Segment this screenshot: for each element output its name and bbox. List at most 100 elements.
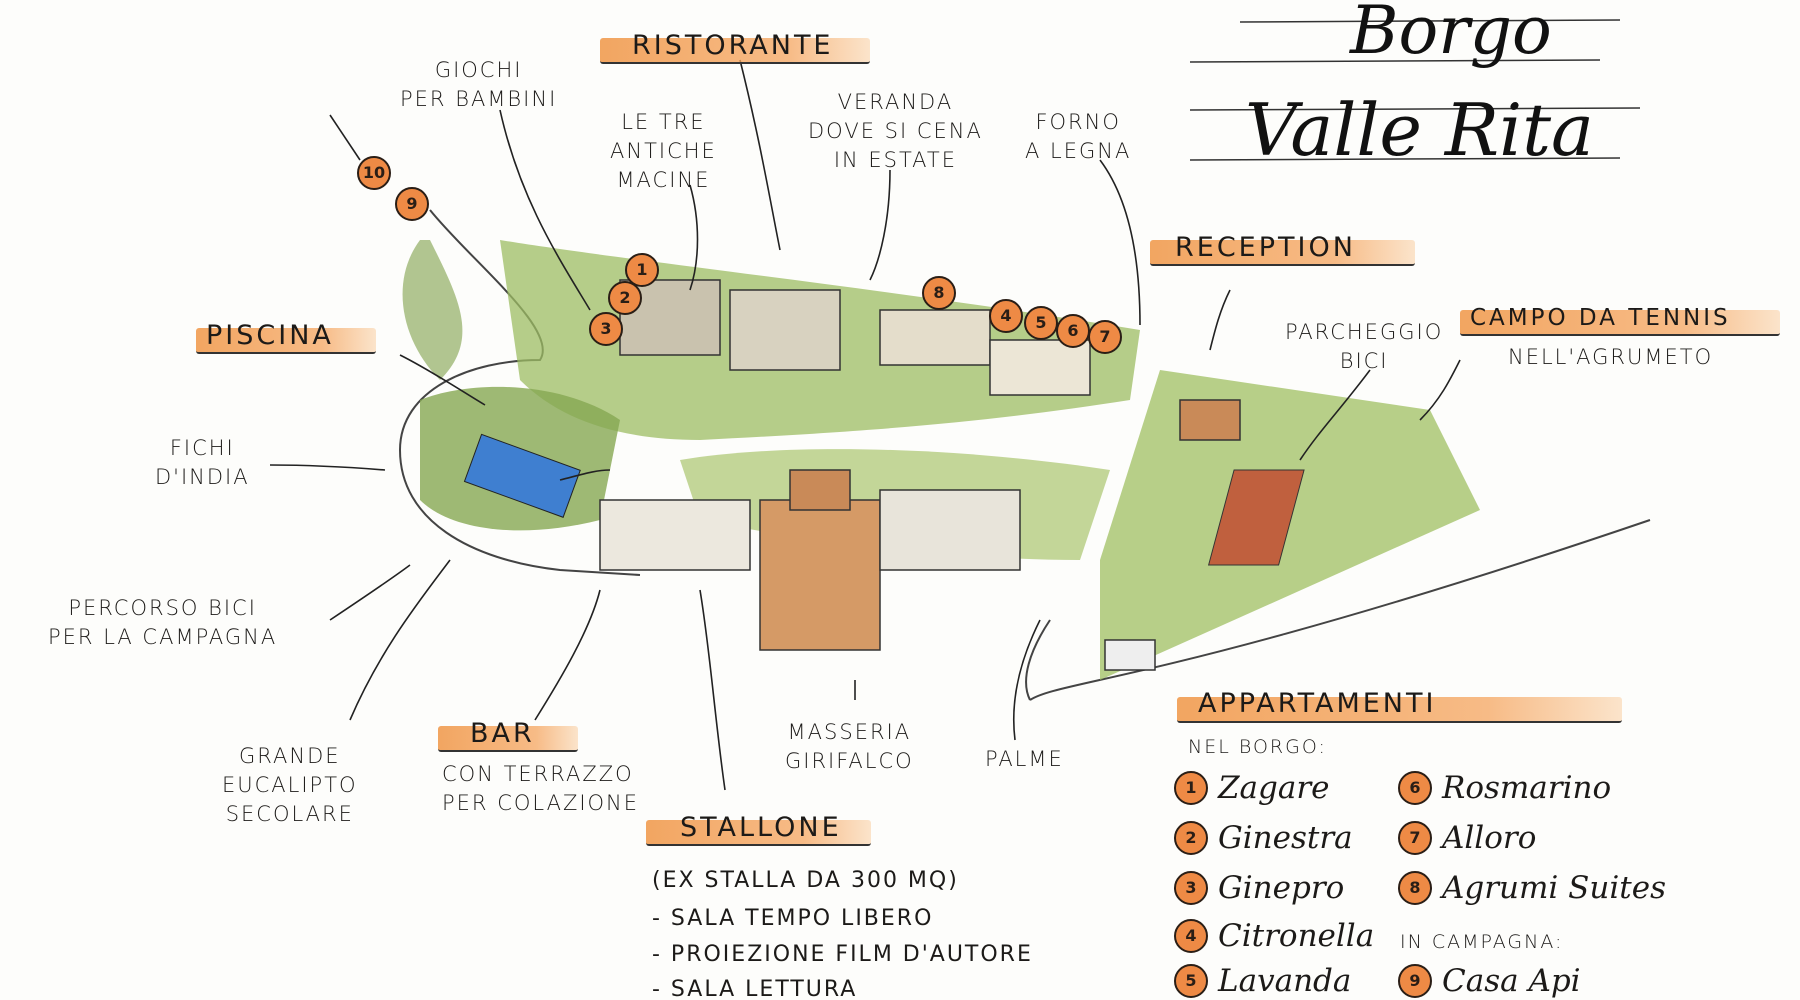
road xyxy=(1025,619,1051,701)
palme-label: PALME xyxy=(985,747,1064,771)
road xyxy=(1029,519,1651,701)
buildings xyxy=(599,279,1241,671)
macine-line: MACINE xyxy=(616,168,711,192)
legend-item: 3 Ginepro xyxy=(1174,870,1344,906)
macine-label: LE TRE ANTICHE MACINE xyxy=(610,108,717,195)
bar-label: BAR xyxy=(470,718,535,749)
stallone-highlight xyxy=(646,820,871,846)
in-campagna-label: IN CAMPAGNA: xyxy=(1400,931,1564,953)
forno-label: FORNO A LEGNA xyxy=(1025,108,1131,166)
legend-marker: 8 xyxy=(1398,871,1432,905)
stallone-desc: - SALA LETTURA xyxy=(652,977,858,1000)
parcheggio-label: PARCHEGGIO BICI xyxy=(1285,318,1443,376)
fichi-label: FICHI D'INDIA xyxy=(155,434,250,492)
pointer-lines xyxy=(269,59,1461,791)
bar-sub-label: CON TERRAZZO PER COLAZIONE xyxy=(442,760,639,818)
eucalipto-line: SECOLARE xyxy=(225,802,354,826)
legend-marker: 7 xyxy=(1398,821,1432,855)
legend-item: 7 Alloro xyxy=(1398,820,1536,856)
giochi-line: PER BAMBINI xyxy=(400,87,558,111)
legend-name: Agrumi Suites xyxy=(1442,870,1667,906)
giochi-label: GIOCHI PER BAMBINI xyxy=(400,56,557,114)
veranda-line: DOVE SI CENA xyxy=(808,119,983,143)
ristorante-highlight xyxy=(600,38,870,64)
fichi-line: FICHI xyxy=(169,436,235,460)
title-line-2: Valle Rita xyxy=(1245,88,1594,172)
veranda-line: VERANDA xyxy=(837,90,954,114)
parcheggio-line: PARCHEGGIO xyxy=(1285,320,1444,344)
reception-highlight xyxy=(1150,240,1415,266)
percorso-line: PERCORSO BICI xyxy=(68,596,257,620)
percorso-line: PER LA CAMPAGNA xyxy=(48,625,278,649)
veranda-label: VERANDA DOVE SI CENA IN ESTATE xyxy=(808,88,983,175)
map-marker-10[interactable]: 10 xyxy=(357,156,391,190)
piscina-highlight xyxy=(196,328,376,354)
legend-marker: 6 xyxy=(1398,771,1432,805)
swimming-pool xyxy=(463,433,581,518)
legend-marker: 4 xyxy=(1174,919,1208,953)
forno-line: A LEGNA xyxy=(1025,139,1132,163)
bar-highlight xyxy=(438,726,578,752)
map-marker-7[interactable]: 7 xyxy=(1088,320,1122,354)
vegetation xyxy=(402,240,463,380)
legend-item: 8 Agrumi Suites xyxy=(1398,870,1666,906)
title-line-1: Borgo xyxy=(1350,0,1552,69)
legend-name: Zagare xyxy=(1218,770,1330,806)
legend-item: 6 Rosmarino xyxy=(1398,770,1611,806)
legend-name: Ginepro xyxy=(1218,870,1345,906)
veranda-line: IN ESTATE xyxy=(833,148,958,172)
percorso-label: PERCORSO BICI PER LA CAMPAGNA xyxy=(48,594,277,652)
legend-item: 9 Casa Api xyxy=(1398,963,1581,999)
map-marker-2[interactable]: 2 xyxy=(608,281,642,315)
stallone-desc: (EX STALLA DA 300 MQ) xyxy=(652,868,959,893)
agrumeto xyxy=(1100,370,1480,680)
eucalipto-line: GRANDE xyxy=(239,744,341,768)
masseria-label: MASSERIA GIRIFALCO xyxy=(785,718,914,776)
legend-item: 2 Ginestra xyxy=(1174,820,1353,856)
masseria-line: GIRIFALCO xyxy=(785,749,914,773)
ristorante-label: RISTORANTE xyxy=(632,30,834,61)
tennis-court xyxy=(1207,469,1305,566)
tennis-sub-label: NELL'AGRUMETO xyxy=(1508,345,1714,369)
bar-sub-line: CON TERRAZZO xyxy=(442,762,634,786)
map-marker-5[interactable]: 5 xyxy=(1024,306,1058,340)
parcheggio-line: BICI xyxy=(1339,349,1389,373)
tennis-label: CAMPO DA TENNIS xyxy=(1470,305,1731,331)
legend-item: 5 Lavanda xyxy=(1174,963,1351,999)
map-marker-3[interactable]: 3 xyxy=(589,312,623,346)
forno-line: FORNO xyxy=(1035,110,1121,134)
macine-line: LE TRE xyxy=(621,110,706,134)
map-marker-9[interactable]: 9 xyxy=(395,187,429,221)
bar-sub-line: PER COLAZIONE xyxy=(442,791,640,815)
fichi-line: D'INDIA xyxy=(155,465,250,489)
legend-marker: 1 xyxy=(1174,771,1208,805)
legend-name: Alloro xyxy=(1442,820,1537,856)
legend-marker: 2 xyxy=(1174,821,1208,855)
legend-name: Rosmarino xyxy=(1442,770,1612,806)
reception-label: RECEPTION xyxy=(1175,232,1356,263)
masseria-line: MASSERIA xyxy=(787,720,912,744)
stallone-desc: - PROIEZIONE FILM D'AUTORE xyxy=(652,942,1033,967)
appartamenti-highlight xyxy=(1177,697,1622,723)
map-marker-4[interactable]: 4 xyxy=(989,299,1023,333)
map-marker-1[interactable]: 1 xyxy=(625,253,659,287)
map-marker-6[interactable]: 6 xyxy=(1056,314,1090,348)
stallone-desc: - SALA TEMPO LIBERO xyxy=(652,906,934,931)
legend-marker: 9 xyxy=(1398,964,1432,998)
legend-marker: 5 xyxy=(1174,964,1208,998)
macine-line: ANTICHE xyxy=(610,139,717,163)
map-marker-8[interactable]: 8 xyxy=(922,276,956,310)
nel-borgo-label: NEL BORGO: xyxy=(1188,736,1327,758)
legend-marker: 3 xyxy=(1174,871,1208,905)
title-rules xyxy=(1189,19,1641,161)
tennis-highlight xyxy=(1460,310,1780,336)
giochi-line: GIOCHI xyxy=(434,58,523,82)
legend-name: Ginestra xyxy=(1218,820,1353,856)
eucalipto-label: GRANDE EUCALIPTO SECOLARE xyxy=(222,742,358,829)
legend-name: Lavanda xyxy=(1218,963,1352,999)
eucalipto-line: EUCALIPTO xyxy=(222,773,358,797)
legend-name: Casa Api xyxy=(1442,963,1581,999)
